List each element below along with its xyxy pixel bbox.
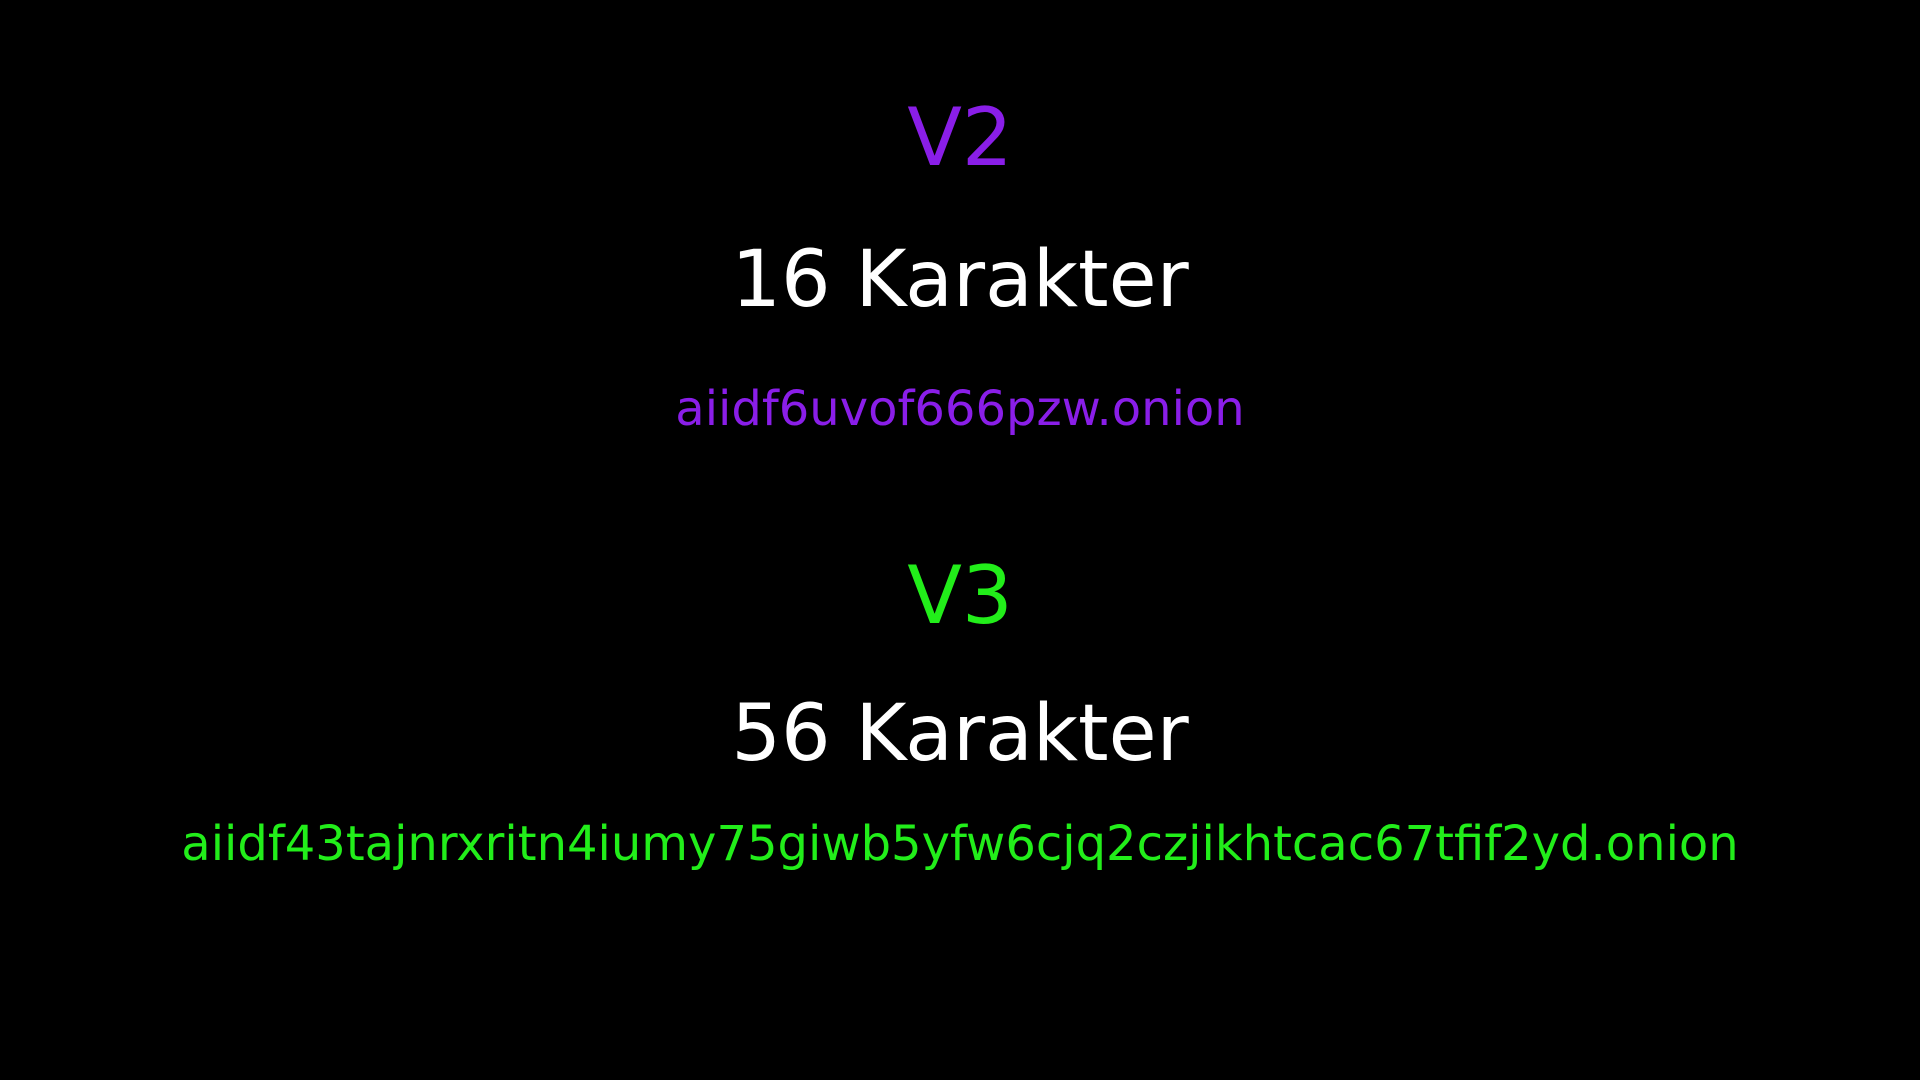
v2-title: V2	[907, 91, 1013, 184]
v3-character-count: 56 Karakter	[731, 689, 1189, 779]
v3-title: V3	[907, 549, 1013, 642]
v2-onion-address: aiidf6uvof666pzw.onion	[675, 381, 1245, 437]
v2-character-count: 16 Karakter	[731, 235, 1189, 325]
v3-onion-address: aiidf43tajnrxritn4iumy75giwb5yfw6cjq2czj…	[181, 816, 1739, 872]
